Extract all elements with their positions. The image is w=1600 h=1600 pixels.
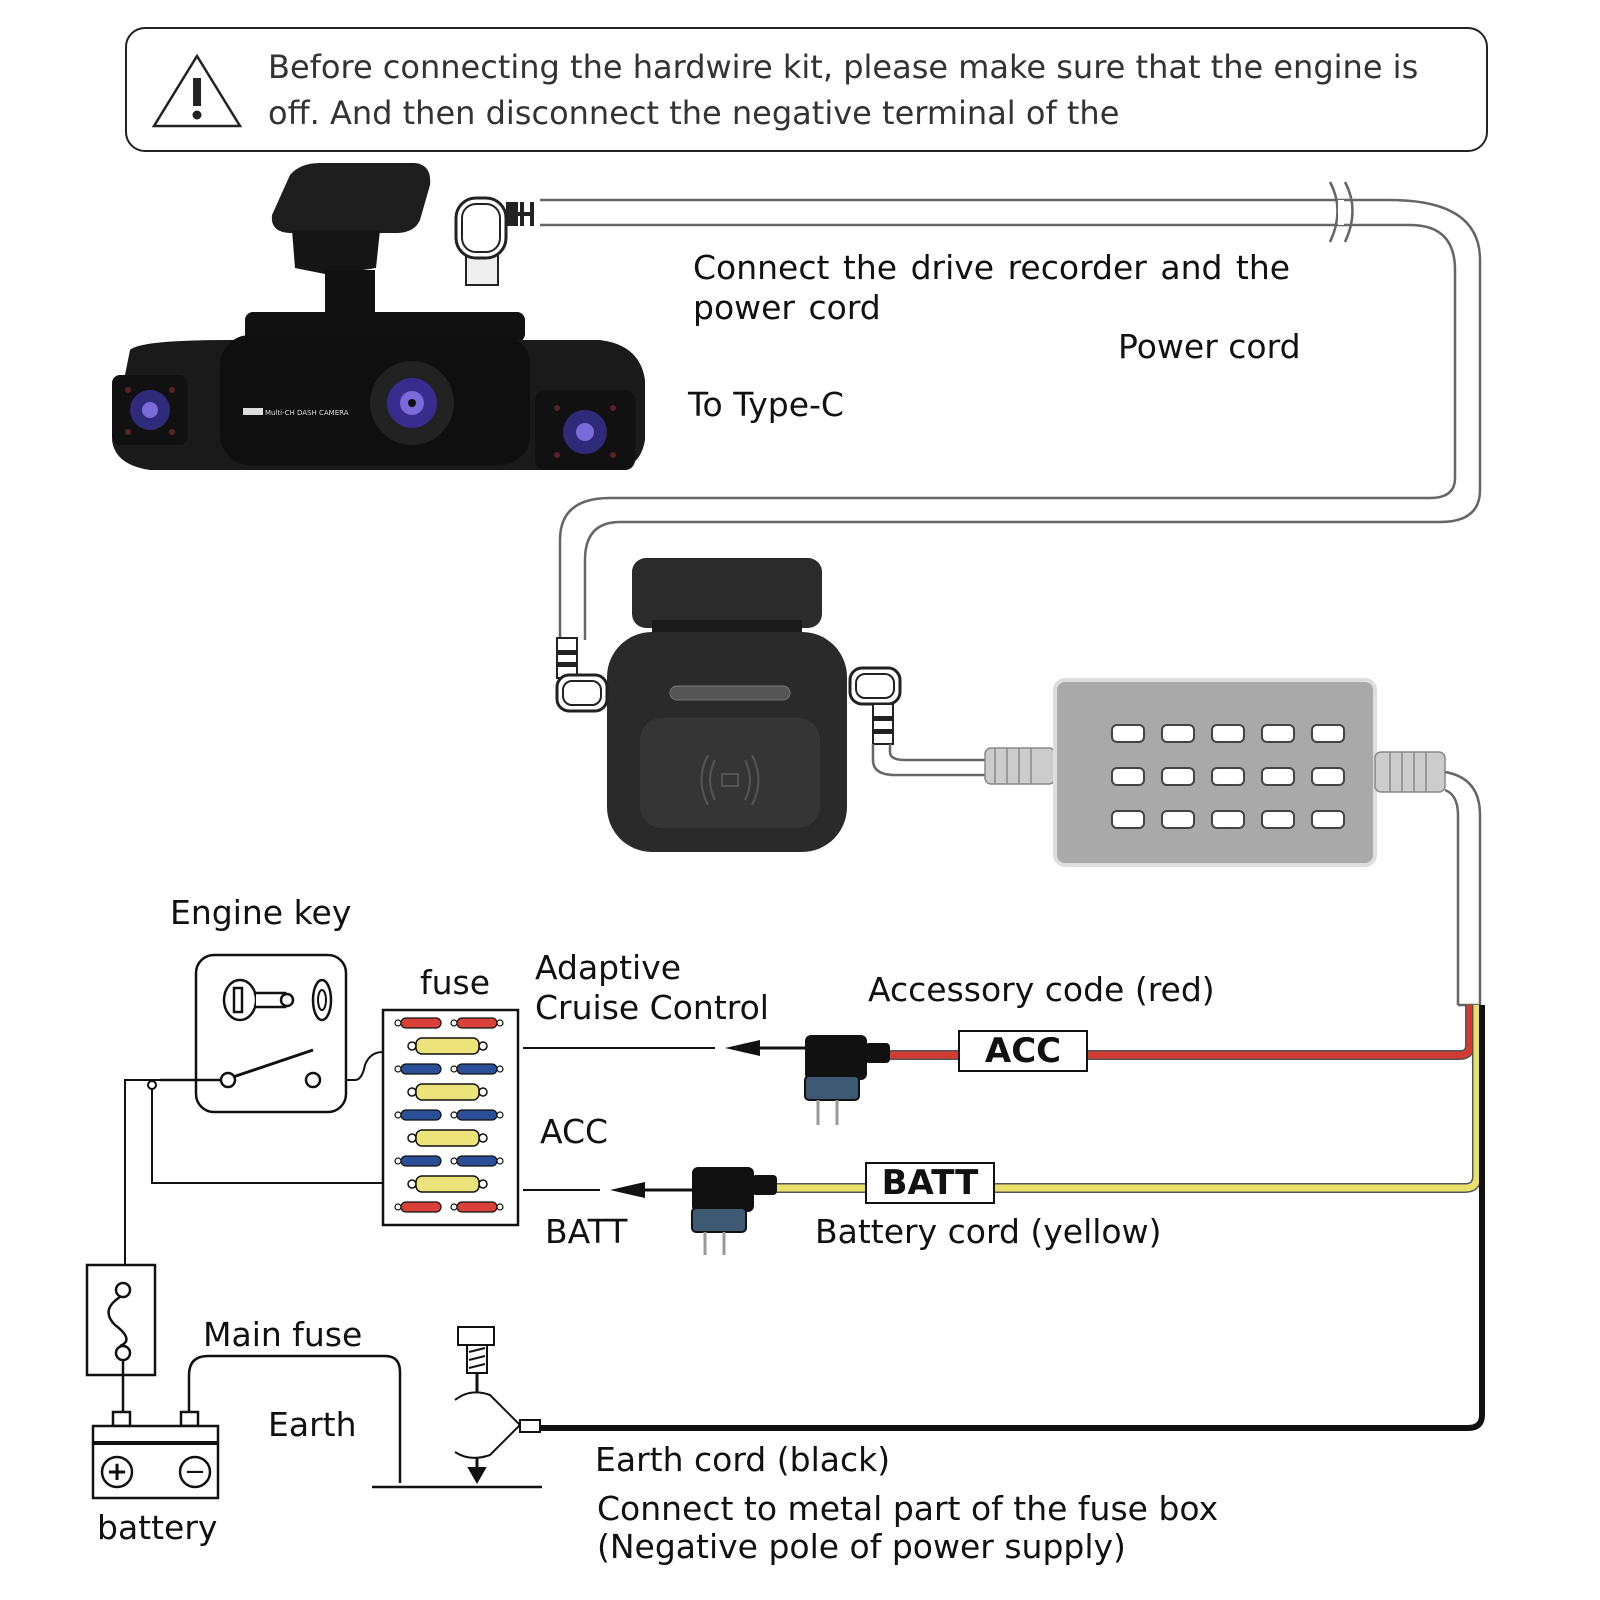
batt-wire: [775, 1005, 1482, 1193]
earth-strap: [187, 1354, 402, 1483]
converter-led: [1311, 724, 1345, 743]
mount-module-illustration: [607, 558, 847, 852]
batt-fuse-tap-icon: [691, 1167, 777, 1255]
fuse-yellow: [407, 1129, 488, 1147]
earth-label: Earth: [268, 1405, 357, 1444]
warning-banner: [125, 27, 1488, 152]
fuse-red-pair: [394, 1017, 504, 1029]
accessory-code-label: Accessory code (red): [868, 970, 1215, 1009]
fuse-yellow: [407, 1175, 488, 1193]
battery-cord-label: Battery cord (yellow): [815, 1212, 1162, 1251]
acc-wire: [888, 1005, 1475, 1060]
module-left-connector-icon: [555, 637, 609, 713]
fuse-block: [381, 1008, 520, 1227]
negative-terminal-symbol: −: [184, 1457, 206, 1487]
wireless-icon: [700, 754, 760, 806]
strain-relief-right: [1374, 751, 1446, 793]
type-c-connector-icon: [454, 196, 534, 286]
converter-led: [1261, 810, 1295, 829]
converter-led: [1111, 724, 1145, 743]
acc-tag: ACC: [958, 1030, 1088, 1072]
fuse-yellow: [407, 1037, 488, 1055]
to-type-c-label: To Type-C: [688, 385, 844, 424]
fuse-blue-pair: [394, 1109, 504, 1121]
power-cord: [540, 198, 1482, 640]
acc-fuse-label: ACC: [540, 1112, 609, 1151]
warning-text: Before connecting the hardwire kit, plea…: [268, 48, 1419, 132]
battery-label: battery: [97, 1508, 218, 1547]
converter-led: [1311, 810, 1345, 829]
acc-fuse-tap-icon: [804, 1035, 890, 1125]
batt-tag: BATT: [865, 1162, 995, 1204]
key-icon: [222, 978, 295, 1022]
connect-recorder-label: Connect the drive recorder and the power…: [693, 248, 1291, 327]
fuse-blue-pair: [394, 1155, 504, 1167]
converter-led: [1311, 767, 1345, 786]
converter-led: [1111, 810, 1145, 829]
fuse-yellow: [407, 1083, 488, 1101]
converter-led: [1111, 767, 1145, 786]
batt-arrow-icon: [610, 1182, 692, 1198]
power-cord-label: Power cord: [1118, 327, 1301, 366]
earth-wire: [540, 1005, 1485, 1431]
acc-arrow-icon: [725, 1040, 805, 1056]
converter-led: [1161, 767, 1195, 786]
converter-led: [1261, 767, 1295, 786]
converter-led: [1161, 724, 1195, 743]
battery-icon: [91, 1410, 220, 1500]
converter-led: [1161, 810, 1195, 829]
hardwire-converter-box: [1053, 678, 1377, 867]
ignition-slot-icon: [311, 978, 333, 1022]
converter-led-grid: [1111, 724, 1345, 829]
fuse-red-pair: [394, 1201, 504, 1213]
converter-led: [1211, 810, 1245, 829]
camera-brand-text: Multi-CH DASH CAMERA: [265, 409, 349, 417]
warning-triangle-icon: [151, 53, 243, 128]
fuse-label: fuse: [420, 963, 491, 1002]
module-right-connector-icon: [848, 666, 902, 745]
positive-terminal-symbol: +: [106, 1457, 128, 1487]
connect-metal-label: Connect to metal part of the fuse box (N…: [597, 1489, 1219, 1566]
converter-led: [1211, 724, 1245, 743]
fuse-blue-pair: [394, 1063, 504, 1075]
main-fuse-label: Main fuse: [203, 1315, 363, 1354]
dash-camera-illustration: Multi-CH DASH CAMERA: [112, 163, 645, 470]
adaptive-cruise-label: Adaptive Cruise Control: [535, 948, 769, 1027]
cord-break-icon: [1328, 181, 1354, 243]
strain-relief-left: [984, 747, 1056, 785]
batt-fuse-label: BATT: [545, 1212, 628, 1251]
main-fuse-icon: [85, 1263, 157, 1415]
engine-key-label: Engine key: [170, 893, 352, 932]
converter-led: [1211, 767, 1245, 786]
earth-cord-label: Earth cord (black): [595, 1440, 891, 1479]
engine-key-switch: [160, 953, 348, 1114]
ring-terminal-icon: [454, 1391, 541, 1459]
converter-led: [1261, 724, 1295, 743]
